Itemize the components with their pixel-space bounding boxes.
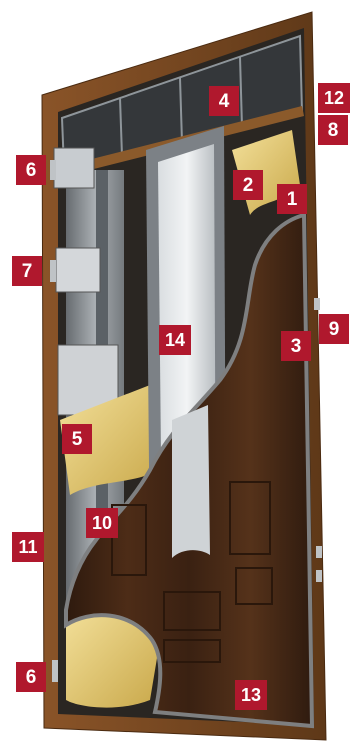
callout-badge-6-bottom: 6: [16, 662, 46, 692]
callout-badge-1: 1: [277, 184, 307, 214]
callout-badge-4: 4: [209, 86, 239, 116]
callout-badge-5: 5: [62, 424, 92, 454]
callout-badge-8: 8: [318, 115, 348, 145]
callout-badge-11: 11: [12, 532, 44, 562]
callout-badge-13: 13: [235, 680, 267, 710]
callout-badge-3: 3: [281, 331, 311, 361]
hinge-pin: [316, 570, 322, 582]
callout-badge-9: 9: [319, 314, 349, 344]
hinge-pin: [314, 298, 320, 310]
callout-badge-7: 7: [12, 256, 42, 286]
callout-badge-2: 2: [233, 170, 263, 200]
callout-badge-14: 14: [159, 325, 191, 355]
hinge-pin: [50, 160, 56, 180]
hinge-pin: [52, 660, 58, 682]
hinge-pin: [316, 546, 322, 558]
hinge-pin: [50, 260, 56, 282]
callout-badge-6-top: 6: [16, 155, 46, 185]
hinge-block-upper: [56, 248, 100, 292]
callout-badge-12: 12: [318, 83, 350, 113]
callout-badge-10: 10: [86, 508, 118, 538]
panel-window-cutout: [172, 405, 210, 558]
hinge-block-top: [54, 148, 94, 188]
